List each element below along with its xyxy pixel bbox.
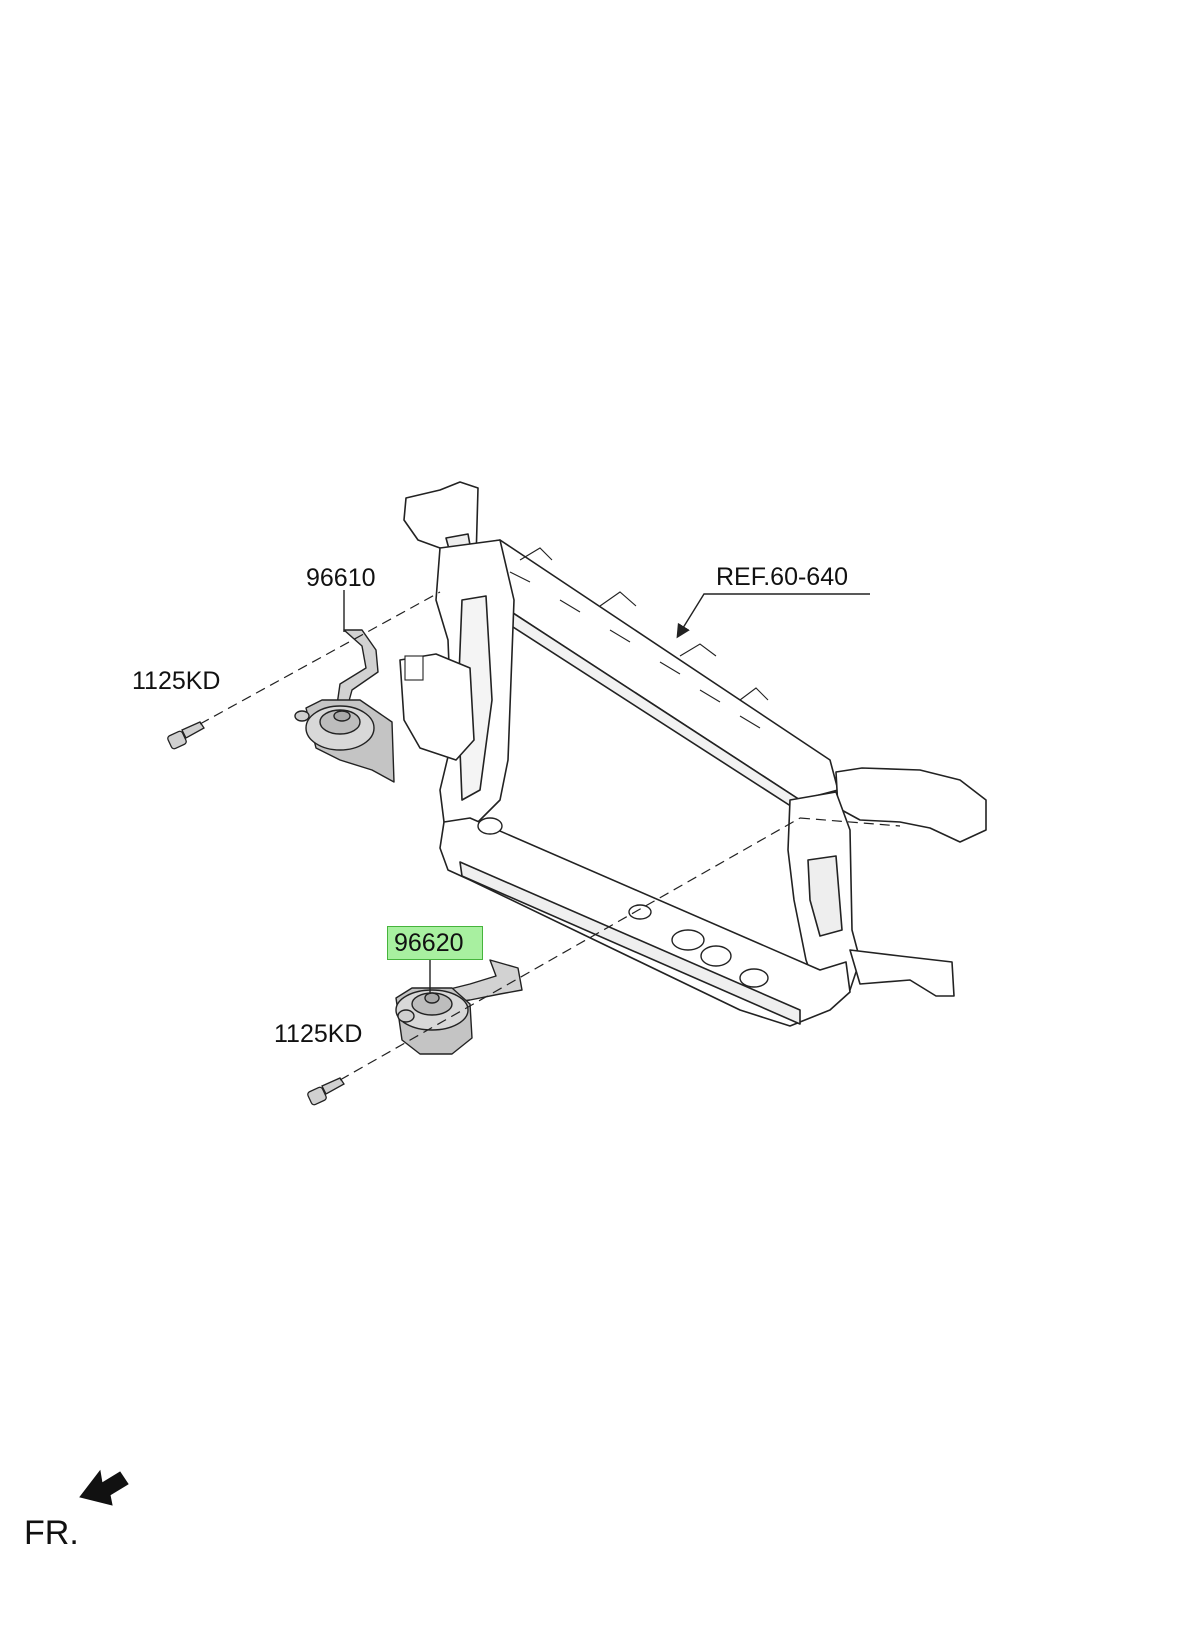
radiator-support-frame: [399, 481, 987, 1027]
reference-label[interactable]: REF.60-640: [716, 563, 849, 591]
part-number-96610[interactable]: 96610: [306, 564, 376, 592]
horn-upper-assembly: [294, 629, 395, 783]
bolt-upper: [167, 721, 205, 750]
bolt-number-upper[interactable]: 1125KD: [132, 667, 221, 695]
top-rail-details: [404, 547, 769, 729]
bolt-lower: [307, 1077, 345, 1106]
leader-lines: [343, 590, 870, 994]
part-highlight-96620: [387, 926, 483, 960]
bolt-number-lower[interactable]: 1125KD: [274, 1020, 363, 1048]
horn-lower-assembly: [395, 959, 523, 1055]
front-marker-label: FR.: [24, 1514, 79, 1552]
installation-lines: [199, 591, 901, 1081]
front-direction-arrow-icon: [79, 1469, 129, 1506]
crossmember-holes: [477, 817, 769, 988]
part-number-96620[interactable]: 96620: [394, 929, 464, 957]
